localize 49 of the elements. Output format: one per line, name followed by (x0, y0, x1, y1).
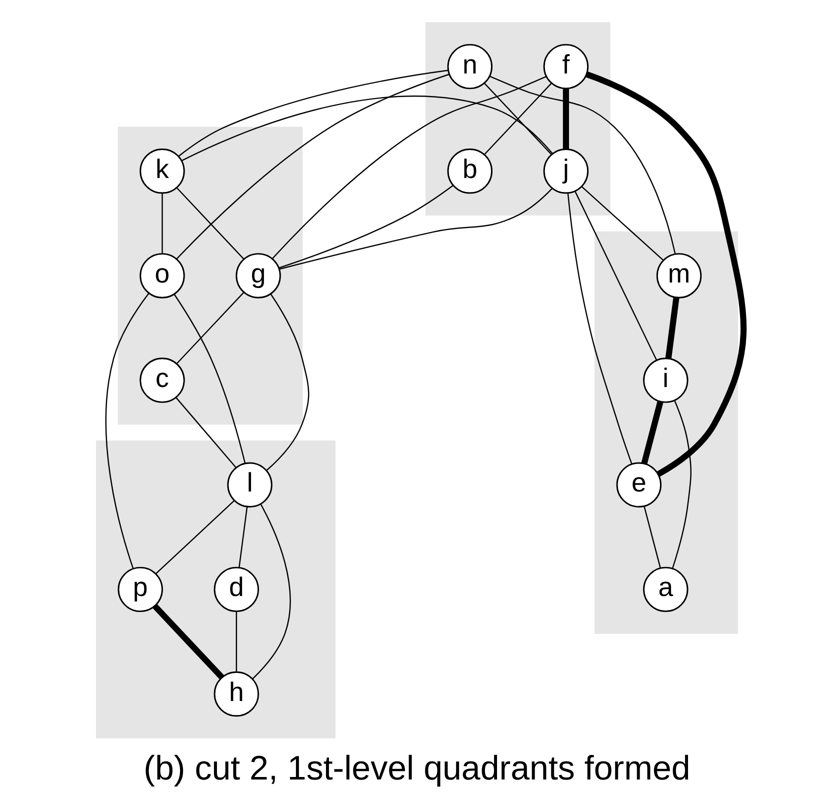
connector (665, 297, 680, 359)
connector (236, 612, 238, 672)
cluster (118, 126, 303, 425)
connector (562, 88, 569, 150)
node-circle: k (140, 148, 185, 194)
node-circle: j (543, 148, 589, 194)
connector (644, 506, 661, 568)
cluster (426, 22, 610, 216)
connector (672, 400, 692, 569)
connector (178, 70, 448, 157)
node-circle: h (214, 671, 260, 717)
connector (162, 194, 163, 254)
connector (586, 71, 747, 477)
connector (266, 294, 310, 471)
connector (278, 184, 454, 269)
connector (567, 193, 632, 464)
connector (175, 397, 236, 468)
cluster (96, 440, 336, 738)
connector (176, 74, 450, 260)
connector (152, 604, 224, 680)
connector (272, 76, 546, 260)
node-circle: d (214, 566, 260, 612)
node-circle: g (236, 253, 281, 298)
connector (279, 188, 553, 270)
connector (181, 96, 553, 162)
connector (174, 294, 246, 464)
node-circle: c (140, 358, 185, 403)
connector (641, 400, 664, 464)
cluster (594, 231, 738, 634)
node-circle: m (656, 253, 702, 298)
node-circle: f (543, 44, 589, 90)
node-circle: e (616, 462, 662, 508)
connector (176, 187, 244, 260)
node-circle: l (227, 462, 272, 508)
node-circle: n (447, 44, 492, 90)
node-circle: a (643, 566, 688, 612)
connector (156, 500, 235, 574)
connector (252, 504, 291, 680)
node-circle: p (118, 566, 163, 612)
connector (238, 506, 248, 568)
connector (574, 191, 658, 360)
connector (581, 186, 664, 261)
node-circle: o (140, 253, 185, 298)
connector (105, 292, 150, 569)
node-circle: i (643, 358, 688, 403)
connector (490, 76, 676, 254)
node-circle: b (447, 148, 492, 194)
caption: (b) cut 2, 1st-level quadrants formed (144, 750, 690, 788)
connector (176, 292, 244, 364)
